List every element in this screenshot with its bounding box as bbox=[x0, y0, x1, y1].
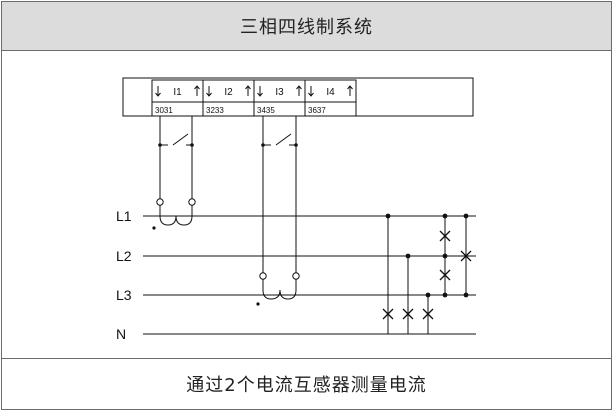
page-title: 三相四线制系统 bbox=[2, 2, 611, 51]
ct1-wiring bbox=[158, 116, 194, 199]
ct2-wiring bbox=[261, 116, 298, 273]
line-l3: L3 bbox=[116, 287, 476, 303]
terminal-label: I2 bbox=[224, 87, 233, 98]
line-l1: L1 bbox=[116, 208, 476, 224]
terminal-pins: 3435 bbox=[257, 106, 275, 115]
diagram-caption: 通过2个电流互感器测量电流 bbox=[2, 358, 611, 409]
line-n: N bbox=[116, 326, 476, 342]
line-label: L2 bbox=[116, 248, 132, 264]
line-l2: L2 bbox=[116, 248, 476, 264]
terminal-label: I4 bbox=[326, 87, 335, 98]
protection-network bbox=[382, 213, 472, 334]
line-label: L1 bbox=[116, 208, 132, 224]
terminal-pins: 3637 bbox=[308, 106, 326, 115]
current-transformer-2 bbox=[256, 272, 300, 306]
terminal-pins: 3031 bbox=[155, 106, 173, 115]
line-label: N bbox=[116, 326, 126, 342]
cross-marks bbox=[382, 230, 472, 320]
current-transformer-1 bbox=[152, 198, 196, 230]
terminal-label: I1 bbox=[173, 87, 182, 98]
terminal-label: I3 bbox=[275, 87, 284, 98]
line-label: L3 bbox=[116, 287, 132, 303]
terminal-pins: 3233 bbox=[206, 106, 224, 115]
